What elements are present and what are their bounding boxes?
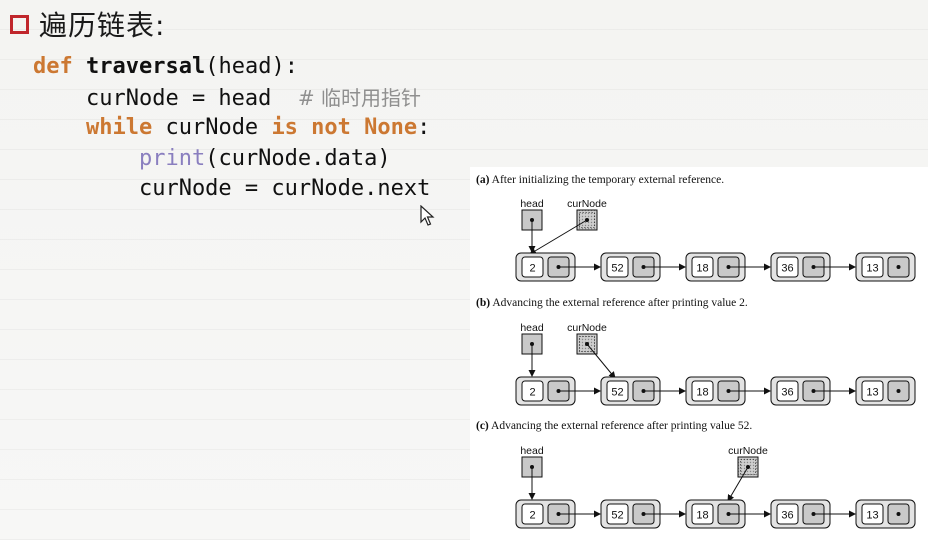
node-next-dot xyxy=(556,389,561,393)
head-label: head xyxy=(520,445,544,457)
node-next-dot xyxy=(726,265,731,269)
caption-c: (c) Advancing the external reference aft… xyxy=(476,420,752,432)
node-value: 36 xyxy=(781,387,793,399)
node-value: 36 xyxy=(781,510,793,522)
node-value: 18 xyxy=(696,263,708,275)
colon: : xyxy=(417,115,431,140)
code-block: def traversal(head): curNode = head # 临时… xyxy=(0,52,470,205)
slide-title: 遍历链表: xyxy=(39,9,166,42)
caption-b-text: Advancing the external reference after p… xyxy=(492,297,748,309)
node-next-dot xyxy=(556,512,561,516)
head-label: head xyxy=(520,322,544,334)
node-value: 2 xyxy=(529,510,535,522)
slide-title-row: 遍历链表: xyxy=(10,4,165,44)
node-data-field xyxy=(606,503,629,525)
square-bullet-icon xyxy=(10,14,29,34)
node-next-dot xyxy=(896,265,901,269)
linked-list-diagram: head curNode 2 52 18 36 13 head curNode 2 52 18 36 13… xyxy=(515,198,916,529)
node-next-dot xyxy=(641,512,646,516)
curnode-inner-dash xyxy=(579,212,595,228)
function-name: traversal xyxy=(86,54,206,79)
assignment-text: curNode = head xyxy=(33,85,298,111)
node-next-dot xyxy=(896,512,901,516)
node-data-field xyxy=(606,256,629,278)
code-line-2: curNode = head # 临时用指针 xyxy=(0,83,470,114)
curnode-arrow xyxy=(727,466,749,502)
builtin-print: print xyxy=(138,145,206,171)
node-value: 52 xyxy=(611,387,623,399)
node-data-field xyxy=(606,380,629,402)
node-data-field xyxy=(776,380,799,402)
keyword-is-not: is not xyxy=(271,115,351,140)
node-next-dot xyxy=(896,389,901,393)
caption-b-label: (b) xyxy=(476,297,491,309)
node-data-field xyxy=(521,503,544,525)
node-data-field xyxy=(861,380,884,402)
node-value: 2 xyxy=(529,263,535,275)
node-next-dot xyxy=(641,265,646,269)
curnode-inner-dash xyxy=(579,336,595,352)
node-value: 52 xyxy=(611,263,623,275)
indent xyxy=(33,115,86,140)
node-data-field xyxy=(521,256,544,278)
code-line-1: def traversal(head): xyxy=(0,52,470,83)
caption-b: (b) Advancing the external reference aft… xyxy=(476,297,748,309)
node-value: 18 xyxy=(696,510,708,522)
node-value: 2 xyxy=(529,387,535,399)
node-next-dot xyxy=(556,265,561,269)
node-value: 52 xyxy=(611,510,623,522)
print-args: (curNode.data) xyxy=(205,145,391,171)
node-data-field xyxy=(691,256,714,278)
node-next-dot xyxy=(726,389,731,393)
node-next-dot xyxy=(811,389,816,393)
head-label: head xyxy=(520,198,544,210)
curnode-arrow xyxy=(529,219,588,255)
node-value: 13 xyxy=(866,510,878,522)
code-line-3: while curNode is not None: xyxy=(0,113,470,144)
keyword-def: def xyxy=(33,54,73,79)
code-line-5: curNode = curNode.next xyxy=(0,174,470,205)
node-data-field xyxy=(861,503,884,525)
code-comment: # 临时用指针 xyxy=(297,85,422,110)
indent xyxy=(33,146,139,171)
node-data-field xyxy=(691,503,714,525)
function-params: (head): xyxy=(205,54,298,79)
node-data-field xyxy=(521,380,544,402)
node-value: 18 xyxy=(696,387,708,399)
curnode-arrow xyxy=(586,343,616,379)
node-next-dot xyxy=(726,512,731,516)
space xyxy=(351,115,364,140)
mouse-pointer-icon xyxy=(420,205,435,226)
node-value: 13 xyxy=(866,387,878,399)
caption-c-label: (c) xyxy=(476,420,489,432)
node-data-field xyxy=(691,380,714,402)
node-data-field xyxy=(776,256,799,278)
node-data-field xyxy=(861,256,884,278)
node-data-field xyxy=(776,503,799,525)
linked-list-figure: (a) After initializing the temporary ext… xyxy=(470,167,928,540)
node-value: 36 xyxy=(781,263,793,275)
while-condition-var: curNode xyxy=(152,115,272,140)
node-next-dot xyxy=(641,389,646,393)
code-line-4: print(curNode.data) xyxy=(0,144,470,175)
curnode-label: curNode xyxy=(728,445,768,457)
curnode-label: curNode xyxy=(567,322,607,334)
keyword-while: while xyxy=(85,115,153,140)
curnode-label: curNode xyxy=(567,198,607,210)
node-next-dot xyxy=(811,512,816,516)
curnode-inner-dash xyxy=(740,459,756,475)
caption-a-text: After initializing the temporary externa… xyxy=(491,174,725,186)
caption-a-label: (a) xyxy=(476,174,490,186)
caption-c-text: Advancing the external reference after p… xyxy=(491,420,753,432)
advance-statement: curNode = curNode.next xyxy=(33,176,431,201)
node-value: 13 xyxy=(866,263,878,275)
caption-a: (a) After initializing the temporary ext… xyxy=(476,174,724,186)
keyword-none: None xyxy=(364,115,418,140)
node-next-dot xyxy=(811,265,816,269)
